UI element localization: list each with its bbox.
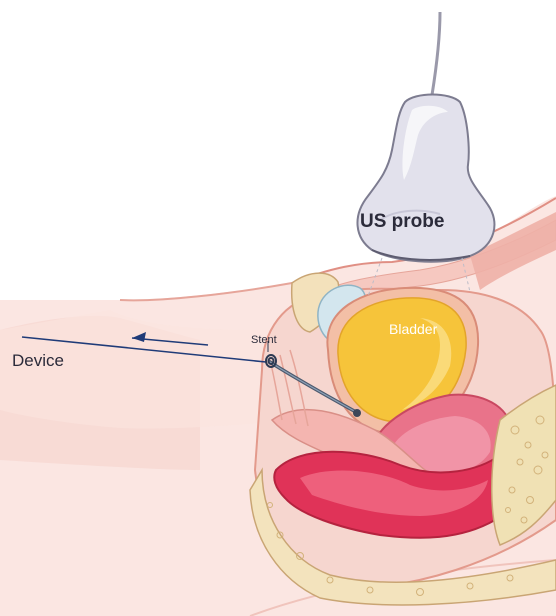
bladder-label: Bladder xyxy=(389,321,438,337)
device-label: Device xyxy=(12,351,64,370)
stent-label: Stent xyxy=(251,334,277,346)
us-probe-label: US probe xyxy=(360,211,444,232)
probe-cable xyxy=(432,12,440,95)
us-probe xyxy=(357,12,494,296)
